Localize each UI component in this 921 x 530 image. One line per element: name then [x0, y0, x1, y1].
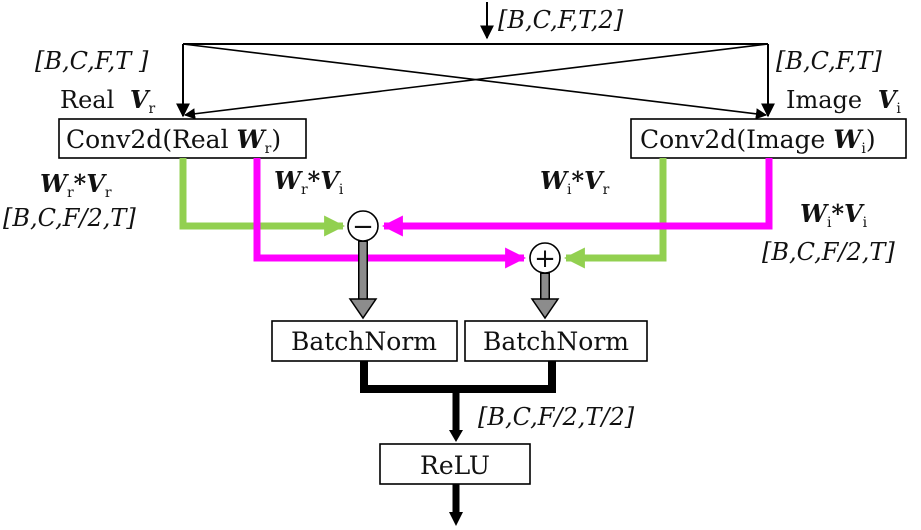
right-input-name-text: Image: [786, 86, 862, 114]
wr-vi-path: [253, 158, 527, 269]
conv-real-label: Conv2d(Real Wr): [66, 125, 281, 157]
conv-imag-text: Conv2d(Image: [640, 125, 833, 154]
input-shape-label: [B,C,F,T,2]: [498, 6, 624, 34]
batchnorm-right-label: BatchNorm: [483, 327, 629, 356]
wr-vi-b: V: [320, 166, 341, 195]
left-input-shape: [B,C,F,T ]: [35, 47, 149, 75]
right-input-var: V: [878, 85, 899, 114]
wr-vr-b: V: [86, 169, 107, 198]
wi-vr-b: V: [584, 166, 605, 195]
wi-vr-bs: r: [603, 182, 610, 198]
left-input-sub: r: [149, 101, 156, 117]
wr-vr-path: [179, 158, 346, 237]
wr-vr-a: W: [40, 169, 69, 198]
subtract-symbol: −: [352, 212, 374, 242]
wr-vr-op: *: [74, 169, 87, 198]
wi-vr-as: i: [567, 182, 572, 198]
conv-real-var: W: [237, 125, 268, 154]
wi-vr-label: Wi*Vr: [540, 166, 610, 198]
add-symbol: +: [534, 244, 556, 274]
batchnorm-left-label: BatchNorm: [291, 327, 437, 356]
wi-vi-bs: i: [863, 215, 868, 231]
right-input-name: Image Vi: [786, 85, 901, 117]
wr-vi-bs: i: [339, 182, 344, 198]
wr-vi-as: r: [301, 182, 308, 198]
merge-to-relu-arrowhead: [449, 430, 463, 442]
wi-vr-a: W: [540, 166, 569, 195]
conv-real-text: Conv2d(Real: [66, 125, 237, 154]
left-input-var: V: [130, 85, 151, 114]
wr-vr-label: Wr*Vr: [40, 169, 112, 201]
bn-merge-path: [360, 361, 556, 393]
output-arrowhead: [449, 512, 463, 526]
batchnorm-right-box: [464, 320, 648, 362]
wi-vi-a: W: [800, 199, 829, 228]
left-input-name-text: Real: [60, 86, 114, 114]
imag-cross-line: [183, 43, 769, 120]
wr-vr-as: r: [67, 185, 74, 201]
conv-imag-close: ): [866, 125, 876, 154]
left-input-name: Real Vr: [60, 85, 156, 117]
wr-vi-a: W: [274, 166, 303, 195]
conv-imag-label: Conv2d(Image Wi): [640, 125, 876, 157]
wr-vi-op: *: [308, 166, 321, 195]
conv-imag-var: W: [833, 125, 864, 154]
conv-real-sub: r: [265, 141, 272, 157]
relu-box: [379, 443, 531, 485]
output-shape-label: [B,C,F/2,T/2]: [478, 403, 635, 431]
add-to-bn-arrowhead: [530, 298, 560, 320]
wi-vi-label: Wi*Vi: [800, 199, 868, 231]
wi-vi-op: *: [831, 199, 844, 228]
conv-real-close: ): [271, 125, 281, 154]
wr-vr-bs: r: [105, 185, 112, 201]
wi-vi-as: i: [827, 215, 832, 231]
wi-vi-b: V: [844, 199, 865, 228]
subtract-to-bn-arrowhead: [348, 298, 378, 320]
wr-vr-shape: [B,C,F/2,T]: [3, 204, 136, 232]
wi-vi-path: [381, 158, 773, 237]
wr-vi-label: Wr*Vi: [274, 166, 344, 198]
right-input-shape: [B,C,F,T]: [776, 47, 882, 75]
right-input-sub: i: [896, 101, 901, 117]
conv-imag-sub: i: [861, 141, 866, 157]
wi-vr-path: [563, 158, 667, 269]
wi-vi-shape: [B,C,F/2,T]: [762, 238, 895, 266]
relu-label: ReLU: [420, 451, 490, 480]
wi-vr-op: *: [571, 166, 584, 195]
